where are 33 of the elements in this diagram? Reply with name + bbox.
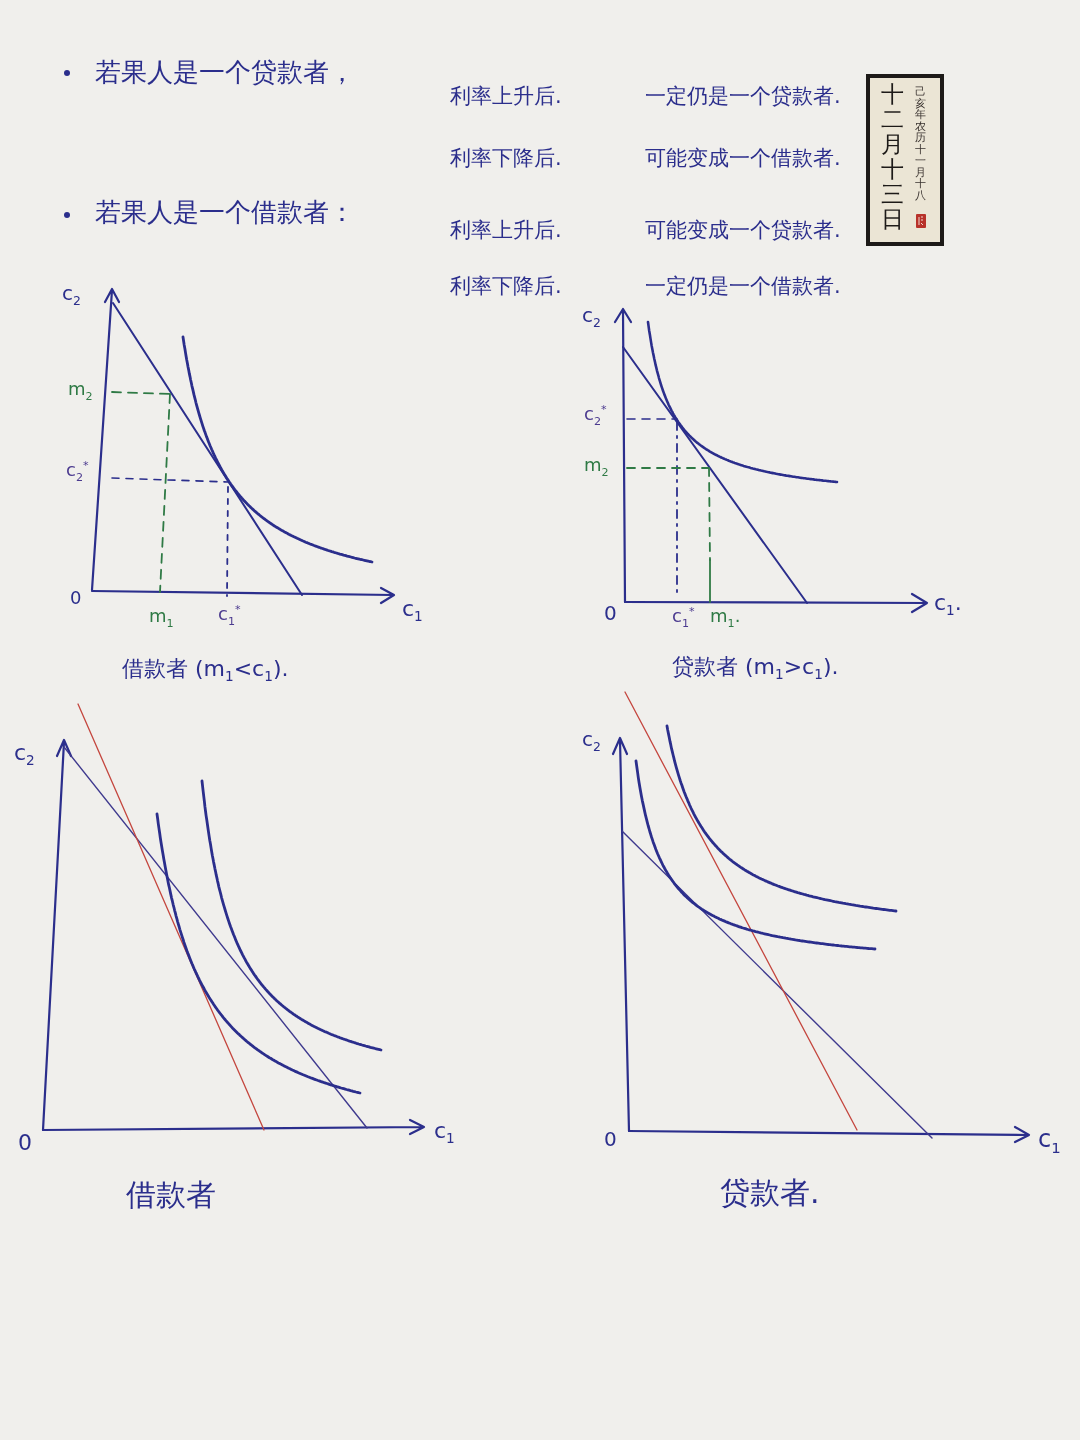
conclusion-text: 可能变成一个贷款者. (645, 218, 841, 243)
origin-label: 0 (604, 1128, 617, 1151)
conclusion-text: 一定仍是一个贷款者. (645, 84, 841, 109)
condition-text: 利率上升后. (450, 218, 562, 243)
axis-label: c$_{2}$ (582, 728, 601, 755)
graph-caption: 借款者 (126, 1178, 216, 1213)
note-heading: 若果人是一个借款者： (95, 198, 355, 228)
axis-label: c$_{1}$ (434, 1118, 455, 1148)
origin-label: 0 (70, 588, 82, 609)
calendar-card (866, 74, 944, 246)
condition-text: 利率下降后. (450, 274, 562, 299)
axis-label: c$_{1}$ (402, 596, 423, 626)
condition-text: 利率上升后. (450, 84, 562, 109)
condition-text: 利率下降后. (450, 146, 562, 171)
axis-label: c$_{2}$ (62, 282, 81, 309)
date-text: 十二月十三日 (879, 82, 905, 232)
tick-label: m$_{1}$ (149, 606, 174, 631)
graph-caption: 贷款者. (720, 1176, 820, 1211)
tick-label: m$_{1}$. (710, 606, 741, 631)
origin-label: 0 (18, 1130, 32, 1156)
origin-label: 0 (604, 602, 617, 625)
lunar-date-text: 己亥年农历十一月十八 (914, 86, 927, 201)
axis-label: c$_{1}$. (934, 590, 962, 620)
axis-label: c$_{2}$ (582, 304, 601, 331)
axis-label: c$_{1}$ (1038, 1126, 1061, 1157)
axis-label: c$_{2}$ (14, 740, 35, 770)
conclusion-text: 一定仍是一个借款者. (645, 274, 841, 299)
note-heading: 若果人是一个贷款者， (95, 58, 355, 88)
conclusion-text: 可能变成一个借款者. (645, 146, 841, 171)
tick-label: m$_{2}$ (584, 455, 609, 480)
graph-caption: 贷款者 (m$_{1}$>c$_{1}$). (672, 654, 839, 684)
tick-label: m$_{2}$ (68, 379, 93, 404)
graph-caption: 借款者 (m$_{1}$<c$_{1}$). (122, 656, 289, 686)
